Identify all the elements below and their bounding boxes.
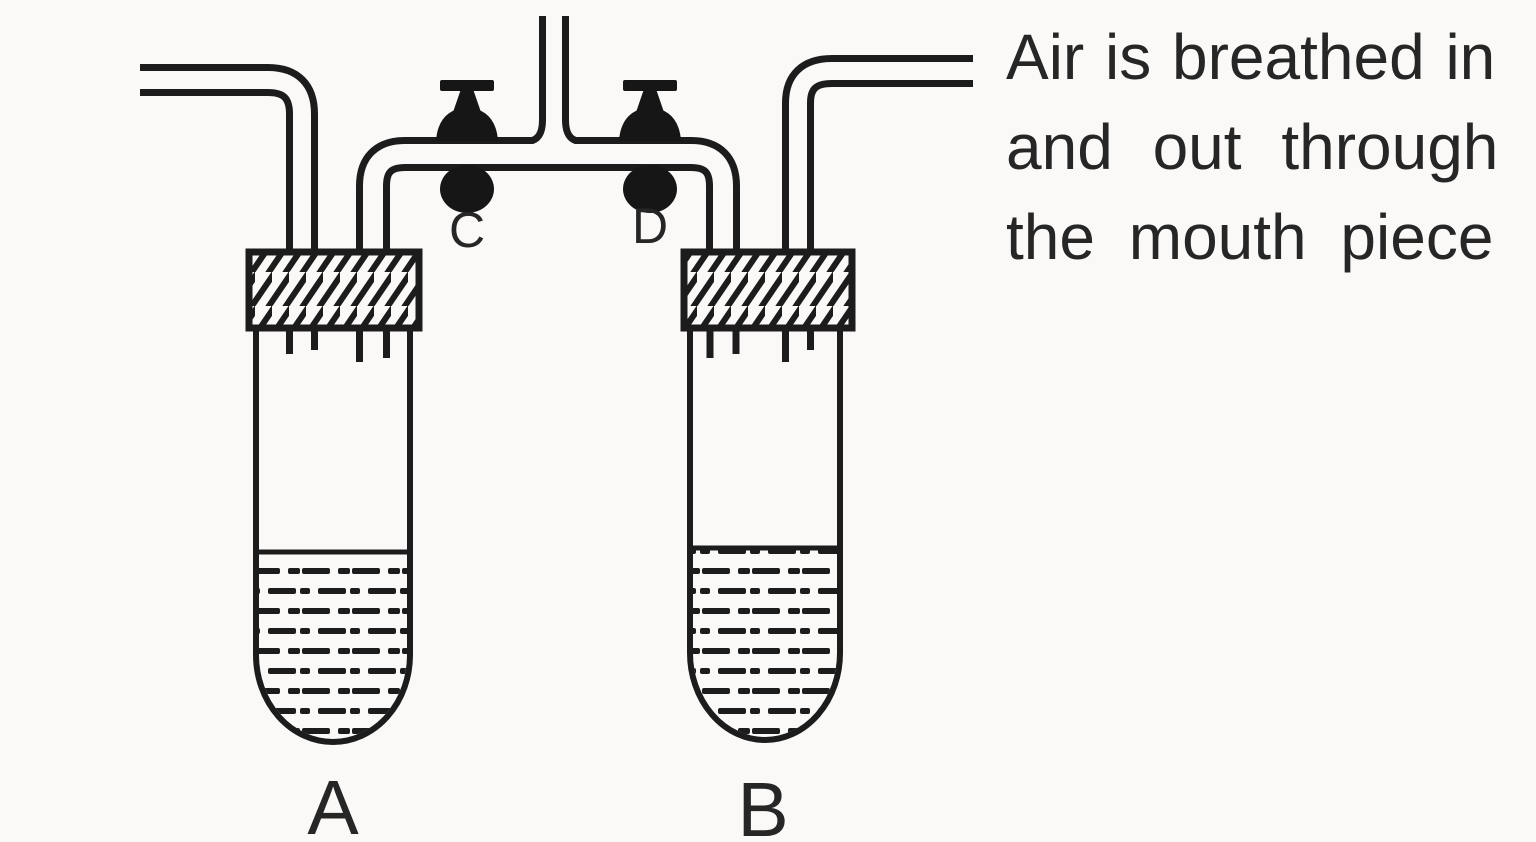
test-tube-a — [253, 327, 413, 745]
manifold-tube — [356, 9, 740, 262]
tap-c-body-top — [436, 107, 498, 141]
caption-line-1: Air is breathed in — [1006, 21, 1496, 93]
air-outlet-tube — [782, 55, 978, 258]
tap-d-body-bottom — [623, 165, 677, 213]
mouthpiece-tube — [498, 9, 610, 169]
caption-line-3: the mouth piece — [1006, 201, 1494, 273]
stopper-a — [245, 248, 423, 362]
tap-c-body-bottom — [440, 165, 494, 213]
tap-d — [619, 80, 681, 213]
test-tube-a-glass — [253, 327, 413, 745]
tap-d-body-top — [619, 107, 681, 141]
tap-c-label: C — [449, 202, 485, 258]
test-tube-b-liquid — [693, 548, 837, 737]
test-tube-b-glass — [687, 327, 843, 743]
tap-c-handle-bar — [440, 80, 494, 91]
caption: Air is breathed in and out through the m… — [1006, 12, 1536, 282]
tube-a-label: A — [307, 765, 359, 842]
tap-d-handle-bar — [623, 80, 677, 91]
stopper-b-tube-ends — [706, 330, 814, 362]
air-inlet-tube — [135, 64, 318, 258]
tap-d-label: D — [632, 198, 668, 254]
stopper-b — [680, 248, 856, 362]
test-tube-a-liquid — [259, 552, 407, 739]
tube-b-label: B — [737, 767, 788, 842]
caption-line-2: and out through — [1006, 111, 1499, 183]
test-tube-b — [687, 327, 843, 743]
tap-c — [436, 80, 498, 213]
stopper-a-tube-ends — [286, 330, 390, 362]
